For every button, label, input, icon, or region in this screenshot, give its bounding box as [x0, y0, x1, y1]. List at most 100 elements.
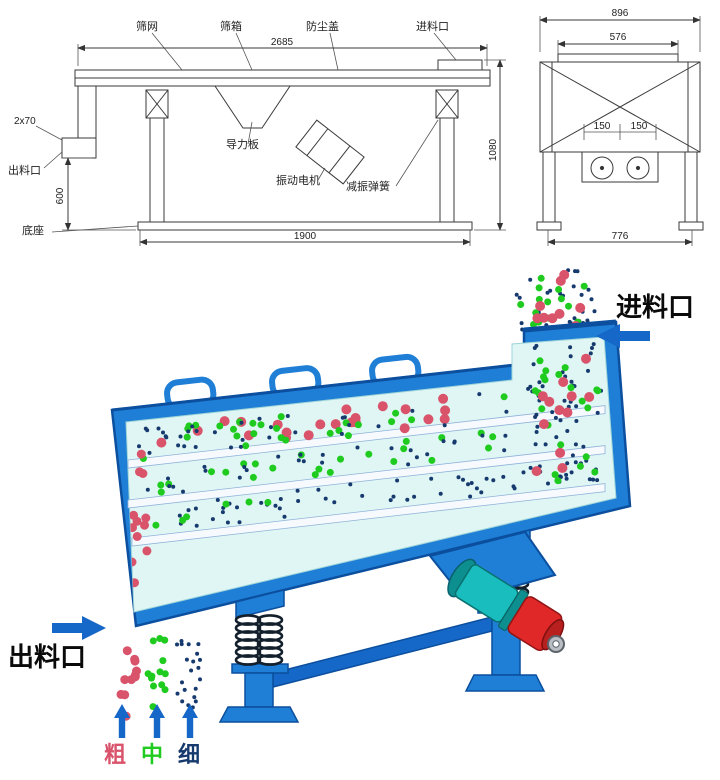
- screen-deck: [131, 483, 606, 547]
- particle-dot: [573, 269, 577, 274]
- particle-dot: [485, 444, 492, 452]
- particle-dot: [186, 429, 191, 434]
- illustration-svg: 进料口 出料口 粗 中 细: [8, 268, 694, 767]
- chamber-particles: [127, 342, 603, 588]
- particle-dot: [565, 461, 570, 466]
- particle-dot: [190, 424, 195, 429]
- particle-dot: [157, 481, 165, 489]
- particle-dot: [184, 657, 189, 662]
- particle-dot: [196, 665, 201, 670]
- particle-dot: [579, 292, 584, 297]
- particle-dot: [479, 490, 484, 495]
- svg-text:776: 776: [612, 231, 629, 242]
- particle-dot: [194, 429, 199, 433]
- particle-dot: [568, 354, 573, 359]
- particle-dot: [439, 414, 450, 424]
- up-arrow-icon: [149, 704, 165, 738]
- particle-dot: [326, 429, 334, 437]
- label-base: 底座: [22, 223, 44, 237]
- particle-dot: [142, 546, 152, 556]
- particle-dot: [571, 284, 576, 289]
- particle-dot: [129, 510, 139, 520]
- particle-dot: [521, 470, 526, 475]
- screen-deck: [127, 445, 606, 509]
- svg-text:600: 600: [55, 187, 66, 204]
- side-view: 896 576 1: [536, 8, 704, 246]
- particle-dot: [536, 357, 544, 365]
- particle-dot: [555, 286, 563, 293]
- particle-dot: [175, 691, 180, 696]
- particle-dot: [425, 452, 430, 457]
- particle-dot: [320, 452, 325, 457]
- particle-dot: [355, 445, 360, 450]
- particle-dot: [144, 670, 152, 678]
- particle-dot: [557, 441, 565, 449]
- particle-dot: [175, 642, 179, 647]
- particle-dot: [406, 462, 411, 467]
- particle-dot: [553, 415, 558, 420]
- particle-dot: [277, 506, 282, 511]
- particle-dot: [578, 397, 586, 405]
- particle-dot: [196, 642, 201, 647]
- particle-dot: [193, 506, 198, 511]
- left-support-assembly: [218, 589, 300, 723]
- particle-dot: [542, 367, 550, 375]
- particle-dot: [156, 668, 164, 676]
- particle-dot: [186, 508, 191, 513]
- particle-dot: [222, 500, 230, 508]
- particle-dot: [502, 448, 507, 453]
- particle-dot: [238, 444, 243, 449]
- structure-illustration: 进料口 出料口 粗 中 细: [0, 260, 720, 780]
- particle-dot: [504, 409, 509, 414]
- particle-dot: [480, 433, 485, 438]
- label-discharge: 出料口: [8, 163, 41, 177]
- particle-dot: [558, 377, 569, 387]
- particle-dot: [531, 362, 536, 367]
- particle-dot: [229, 445, 233, 450]
- particle-dot: [557, 463, 568, 473]
- particle-dot: [584, 404, 592, 412]
- particle-dot: [543, 442, 548, 447]
- particle-dot: [166, 476, 170, 481]
- particle-dot: [341, 404, 352, 415]
- particle-dot: [574, 419, 579, 423]
- particle-dot: [340, 415, 345, 420]
- particle-dot: [585, 318, 590, 323]
- particle-dot: [161, 430, 165, 435]
- particle-dot: [391, 494, 396, 499]
- feed-hopper-rim: [523, 319, 617, 333]
- particle-dot: [193, 699, 198, 704]
- particle-dot: [354, 421, 362, 429]
- particle-dot: [161, 670, 169, 678]
- dim-896: 896: [539, 8, 701, 52]
- part-labels-top: 筛网 筛箱 防尘盖 进料口: [136, 19, 457, 71]
- particle-dot: [120, 690, 130, 700]
- leader-lines-top: [151, 32, 457, 71]
- particle-dot: [344, 432, 352, 440]
- particle-dot: [558, 418, 563, 423]
- particle-dot: [179, 639, 184, 643]
- particle-dot: [512, 486, 517, 491]
- dim-1080: 1080: [474, 59, 506, 231]
- base-beam: [137, 221, 473, 231]
- particle-dot: [562, 407, 573, 418]
- particle-dot: [315, 465, 323, 473]
- particle-dot: [295, 488, 300, 493]
- top-rim: [111, 362, 525, 412]
- particle-dot: [474, 486, 479, 491]
- particle-dot: [410, 408, 415, 413]
- particle-dot: [546, 481, 550, 486]
- particle-dot: [412, 494, 417, 499]
- particle-dot: [557, 295, 565, 303]
- particle-dot: [442, 423, 447, 428]
- label-screen-mesh: 筛网: [136, 19, 158, 33]
- particle-dot: [405, 497, 410, 502]
- particle-dot: [194, 523, 199, 528]
- coarse-label: 粗: [104, 742, 126, 767]
- particle-dot: [244, 468, 249, 473]
- particle-dot: [541, 376, 549, 384]
- particle-dot: [561, 364, 569, 372]
- particle-dot: [225, 520, 230, 525]
- particle-dot: [273, 424, 281, 432]
